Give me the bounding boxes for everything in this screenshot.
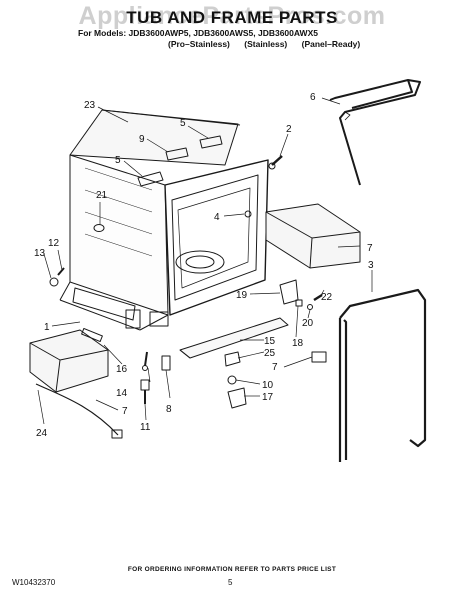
callout: 12 [48, 238, 60, 249]
variant-label-panel-ready: (Panel–Ready) [301, 39, 361, 49]
callout: 13 [34, 248, 46, 259]
watermark: AppliancePartsPros.com [78, 2, 386, 30]
callout: 7 [367, 243, 373, 254]
callout: 22 [321, 292, 333, 303]
callout: 25 [264, 348, 276, 359]
bracket-5-top [199, 135, 223, 149]
callout: 9 [139, 134, 145, 145]
bracket-5-left [137, 171, 164, 187]
callout: 5 [115, 155, 121, 166]
page-number: 5 [228, 578, 233, 587]
document-number: W10432370 [12, 578, 56, 587]
callout: 11 [140, 422, 151, 433]
callout: 10 [262, 380, 274, 391]
callout: 8 [166, 404, 172, 415]
callout: 7 [122, 406, 128, 417]
variant-label-pro-stainless: (Pro–Stainless) [168, 39, 230, 49]
callout: 3 [368, 260, 374, 271]
callout: 19 [236, 290, 248, 301]
callout: 7 [272, 362, 278, 373]
callout: 6 [310, 92, 316, 103]
tub-assembly [59, 109, 269, 331]
page-title: TUB AND FRAME PARTS [126, 8, 338, 27]
callout: 23 [84, 100, 96, 111]
callout: 20 [302, 318, 314, 329]
ordering-note: FOR ORDERING INFORMATION REFER TO PARTS … [127, 566, 337, 573]
callout: 17 [262, 392, 274, 403]
gasket-top [329, 79, 421, 186]
variant-label-stainless: (Stainless) [244, 39, 288, 49]
callout: 16 [116, 364, 128, 375]
callout: 21 [96, 190, 108, 201]
models-line: For Models: JDB3600AWP5, JDB3600AWS5, JD… [78, 28, 318, 38]
callout: 24 [36, 428, 48, 439]
callout: 4 [214, 212, 220, 223]
callout: 2 [286, 124, 292, 135]
callout: 5 [180, 118, 186, 129]
callout: 18 [292, 338, 304, 349]
callout: 1 [44, 322, 50, 333]
callout: 14 [116, 388, 128, 399]
bracket-9 [165, 147, 189, 161]
variant-labels: (Pro–Stainless) (Stainless) (Panel–Ready… [168, 39, 370, 49]
callout: 15 [264, 336, 276, 347]
